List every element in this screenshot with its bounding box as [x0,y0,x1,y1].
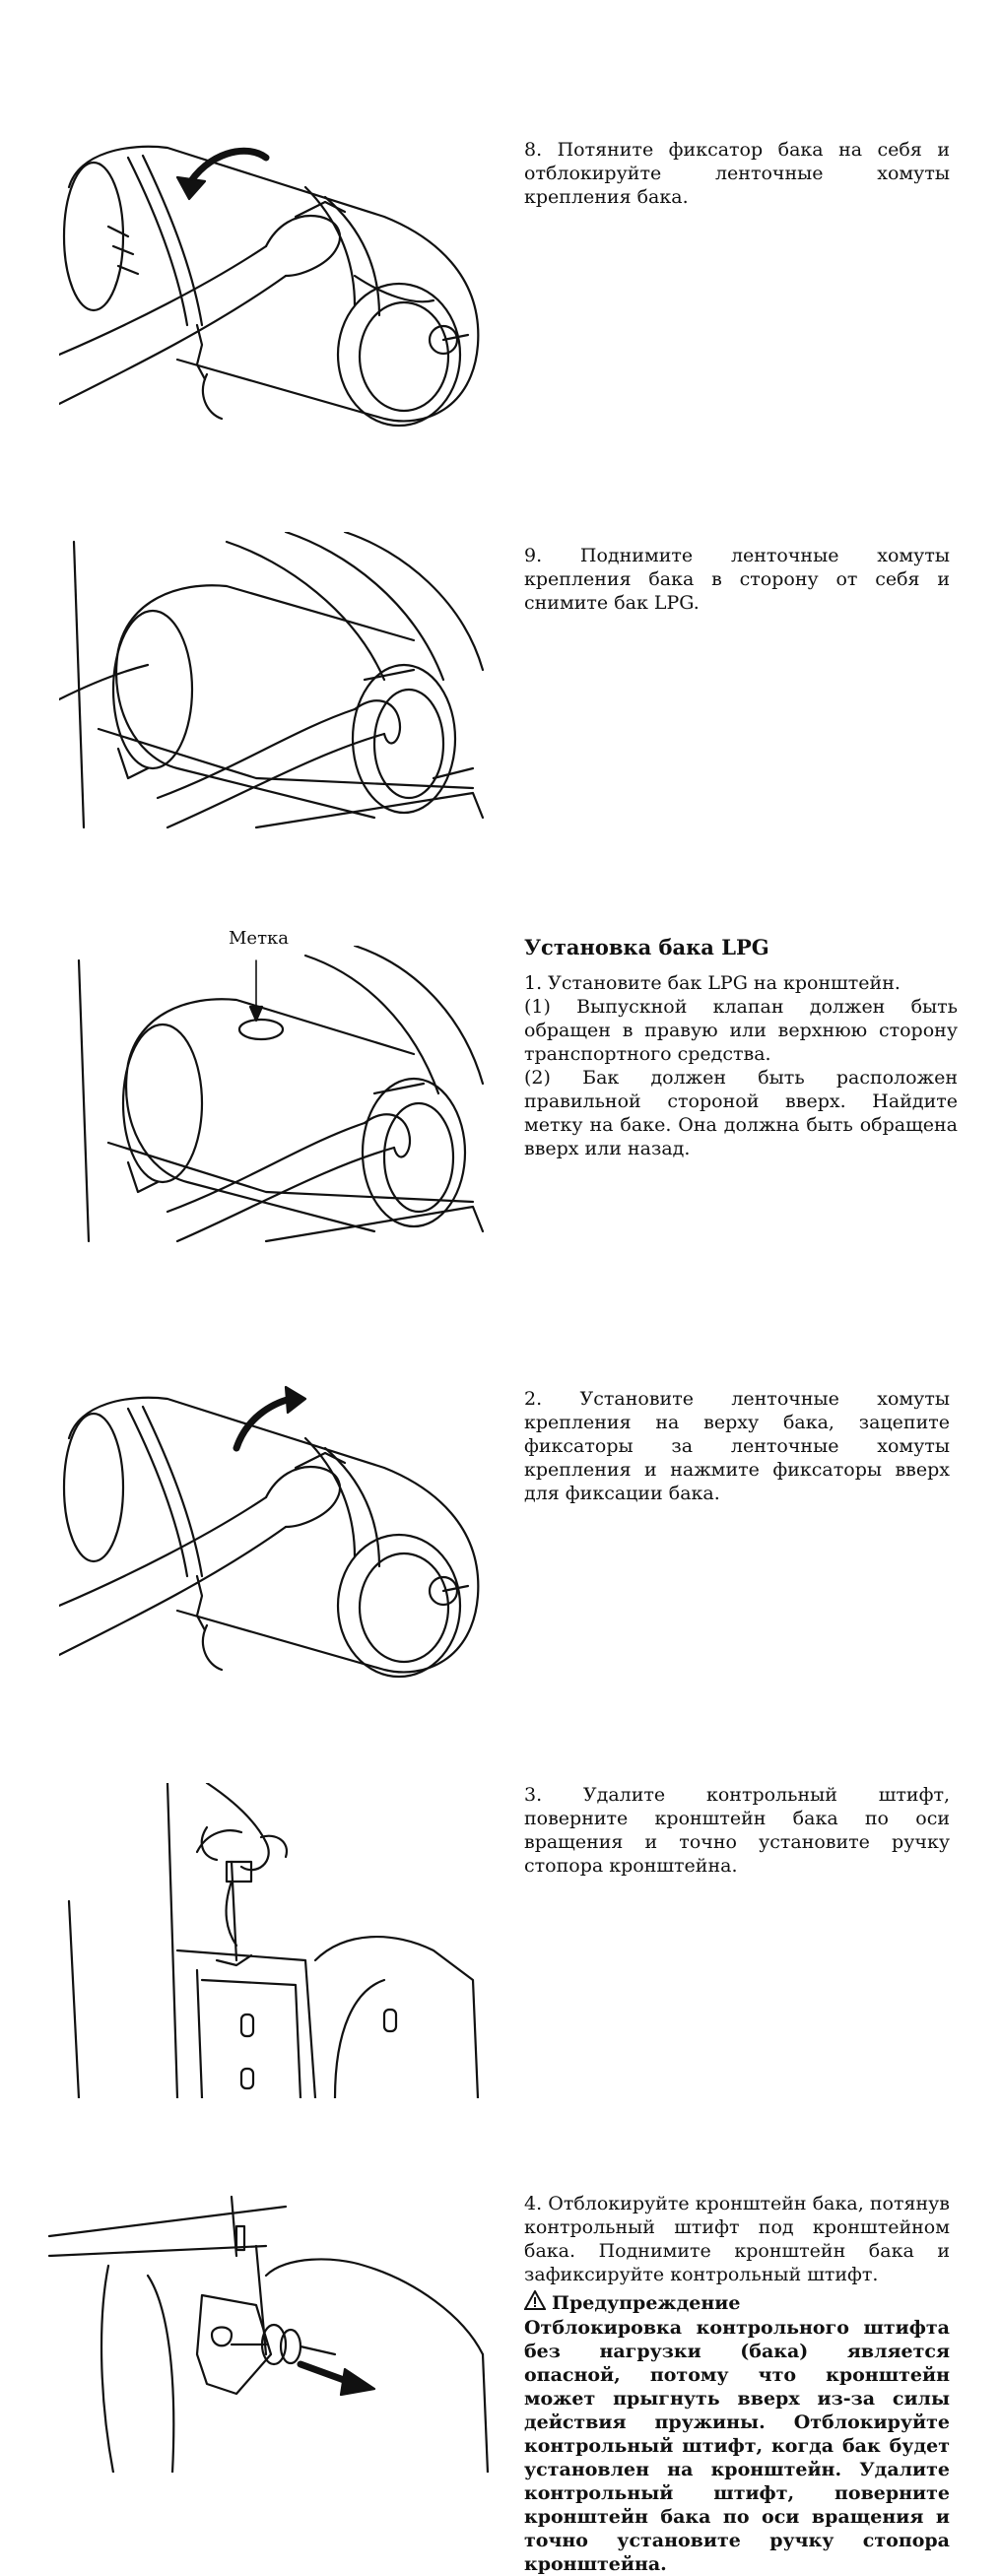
step-4-text: 4. Отблокируйте кронштейн бака, потянув … [523,2192,950,2576]
install-heading: Установка бака LPG [524,935,769,959]
install-section-text: Установка бака LPG 1. Установите бак LPG… [524,936,958,1160]
warning-text: Отблокировка контрольного штифта без наг… [524,2317,950,2575]
step-4-instruction: 4. Отблокируйте кронштейн бака, потянув … [524,2193,950,2285]
step-2-text: 2. Установите ленточные хомуты крепления… [524,1388,950,1504]
install-step-1-sub-2: (2) Бак должен быть расположен правильно… [524,1067,958,1159]
figure-release-clamp [59,128,493,433]
step-3-text: 3. Удалите контрольный штифт, поверните … [524,1784,950,1877]
step-9-text: 9. Поднимите ленточные хомуты крепления … [524,545,950,614]
figure-unlock-bracket [39,2157,493,2473]
warning-icon [523,2288,547,2316]
install-step-1: 1. Установите бак LPG на кронштейн. [524,972,901,994]
figure-bracket-pin [59,1783,493,2098]
figure-fasten-clamp [59,1379,493,1684]
figure-remove-tank [59,532,493,837]
figure-install-tank [59,946,493,1251]
step-8-text: 8. Потяните фиксатор бака на себя и отбл… [524,139,950,208]
install-step-1-sub-1: (1) Выпускной клапан должен быть обращен… [524,996,958,1065]
mark-label: Метка [229,928,290,949]
warning-heading: Предупреждение [523,2288,950,2316]
